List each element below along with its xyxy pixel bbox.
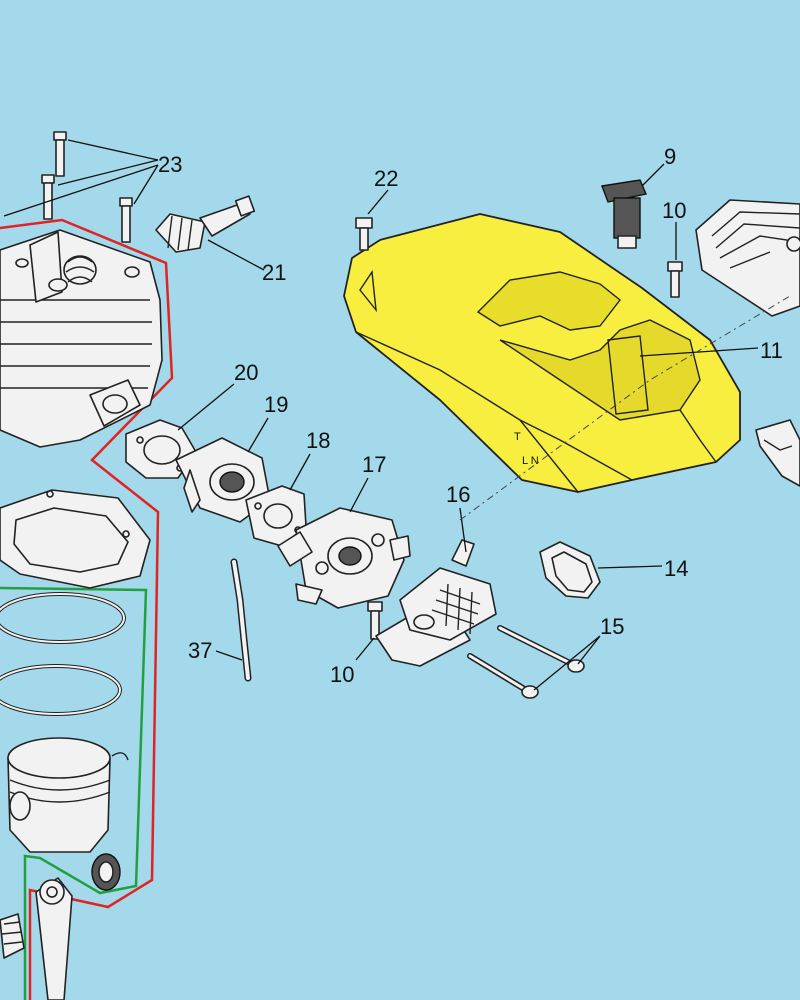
crank-seal [91, 853, 121, 891]
cover-mark-mid: L N [522, 455, 539, 467]
leader-14 [597, 565, 663, 569]
filter-gasket [539, 541, 601, 599]
cover-screw [355, 217, 373, 251]
label-19: 19 [264, 392, 288, 417]
label-10-top: 10 [662, 198, 686, 223]
label-11: 11 [760, 338, 783, 363]
label-23: 23 [158, 152, 182, 177]
leader-11 [639, 347, 759, 357]
piston-rings [0, 592, 126, 716]
leader-10-bottom [355, 637, 375, 661]
piston [7, 737, 129, 853]
leader-17 [349, 477, 369, 513]
leader-21 [207, 239, 265, 271]
leader-19 [247, 417, 269, 453]
air-filter [695, 199, 800, 317]
cylinder-screws [41, 131, 133, 243]
label-10-bottom: 10 [330, 662, 354, 687]
carburetor [277, 507, 411, 609]
leader-22 [367, 189, 389, 215]
cover-mark-top: T [514, 431, 521, 443]
label-21: 21 [262, 260, 286, 285]
label-14: 14 [664, 556, 688, 581]
spark-plug [155, 195, 256, 253]
cover-knob [601, 179, 647, 249]
label-18: 18 [306, 428, 330, 453]
label-15: 15 [600, 614, 624, 639]
leader-37 [215, 650, 243, 661]
label-22: 22 [374, 166, 398, 191]
top-cover: T L N [343, 213, 741, 493]
green-group-outline [0, 586, 148, 1000]
connecting-rod [0, 877, 73, 1000]
leader-23 [3, 139, 159, 217]
screw-top [667, 261, 683, 298]
leader-20 [177, 383, 235, 431]
fuel-hose-inner [232, 560, 250, 680]
leader-18 [289, 453, 311, 491]
long-bolts [467, 625, 585, 699]
filter-clip [755, 419, 800, 487]
carburetor-gasket [245, 485, 307, 547]
label-20: 20 [234, 360, 258, 385]
cylinder [0, 229, 163, 448]
label-17: 17 [362, 452, 386, 477]
leader-16 [459, 507, 467, 553]
label-37: 37 [188, 638, 212, 663]
carburetor-holder [375, 539, 497, 667]
screw-bottom [367, 601, 383, 640]
label-9: 9 [664, 144, 676, 169]
leader-9 [641, 163, 665, 187]
base-gasket [0, 489, 151, 589]
leader-15 [533, 635, 601, 691]
assembly-line [459, 295, 791, 521]
label-16: 16 [446, 482, 470, 507]
